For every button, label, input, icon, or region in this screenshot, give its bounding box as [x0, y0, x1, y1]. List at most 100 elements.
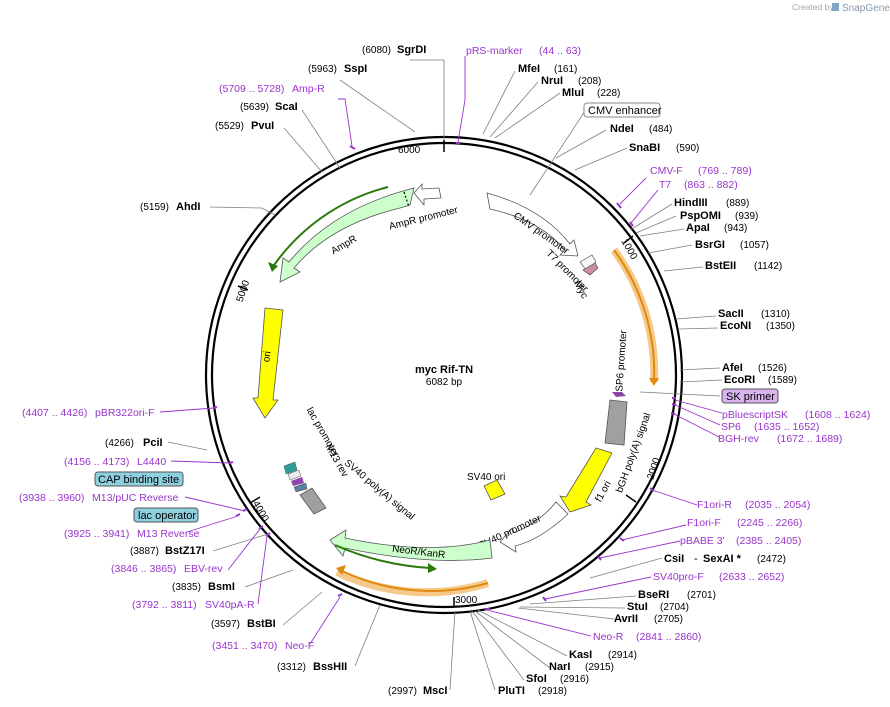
ruler-label-4000: 4000 — [250, 499, 271, 524]
cap-binding-box — [94, 471, 184, 487]
primer-name: SV40pA-R — [205, 599, 255, 611]
primer-pos: (1672 .. 1689) — [777, 433, 842, 445]
f1-ori-label: f1 ori — [594, 479, 614, 504]
enzyme-pos: (3597) — [211, 619, 240, 630]
enzyme-pos: (939) — [735, 211, 758, 222]
enzyme-name: SnaBI — [629, 142, 660, 154]
primer-name: SV40pro-F — [653, 571, 704, 583]
enzyme-separator: - — [694, 553, 698, 565]
primer-pos: (2841 .. 2860) — [636, 631, 701, 643]
primer-pos: (4156 .. 4173) — [64, 456, 129, 468]
ampr-feature — [279, 187, 415, 283]
cmv-enhancer-label: CMV enhancer — [588, 105, 662, 117]
snapgene-logo-icon — [832, 3, 839, 11]
ruler-label-3000: 3000 — [455, 595, 478, 606]
enzyme-pos: (2916) — [560, 674, 589, 685]
enzyme-name: BseRI — [638, 589, 669, 601]
sp6-feature — [612, 392, 626, 397]
primer-name: EBV-rev — [184, 563, 223, 575]
enzyme-pos: (5159) — [140, 202, 169, 213]
neor-inner-line — [334, 544, 431, 569]
sv40-ori-feature — [483, 479, 506, 501]
ampr-promoter-label: AmpR promoter — [388, 205, 460, 233]
enzyme-pos: (2914) — [608, 650, 637, 661]
enzyme-name: HindIII — [674, 197, 708, 209]
enzyme-pos: (2705) — [654, 614, 683, 625]
enzyme-name: NruI — [541, 75, 563, 87]
enzyme-name: PciI — [143, 437, 163, 449]
sk-primer-box — [721, 388, 779, 404]
enzyme-name: ApaI — [686, 222, 710, 234]
enzyme-pos: (1526) — [758, 363, 787, 374]
created-by-text: Created by — [792, 2, 834, 12]
primer-pos: (1635 .. 1652) — [754, 421, 819, 433]
enzyme-name: PvuI — [251, 120, 274, 132]
enzyme-pos: (2997) — [388, 686, 417, 697]
enzyme-name: PspOMI — [680, 210, 721, 222]
enzyme-pos: (3887) — [130, 546, 159, 557]
enzyme-name: BssHII — [313, 661, 347, 673]
enzyme-pos: (1350) — [766, 321, 795, 332]
enzyme-pos: (2915) — [585, 662, 614, 673]
primer-pos: (5709 .. 5728) — [219, 83, 284, 95]
enzyme-pos: (1589) — [768, 375, 797, 386]
orange-arc-right-head — [649, 378, 659, 386]
primer-pos: (3938 .. 3960) — [19, 492, 84, 504]
lac-promoter-arrow — [287, 469, 302, 481]
snapgene-brand-text: SnapGene — [842, 3, 890, 14]
sp6-promoter-label: SP6 promoter — [614, 329, 629, 392]
plasmid-name: myc Rif-TN — [415, 364, 473, 376]
primer-labels: pRS-marker (44 .. 63) (5709 .. 5728) Amp… — [19, 45, 870, 652]
enzyme-name: NarI — [549, 661, 570, 673]
ruler-label-2000: 2000 — [646, 456, 663, 481]
enzyme-name: SacII — [718, 308, 744, 320]
cmv-promoter-feature — [486, 192, 579, 257]
primer-name: BGH-rev — [718, 433, 760, 445]
primer-pos: (2035 .. 2054) — [745, 499, 810, 511]
enzyme-pos: (3835) — [172, 582, 201, 593]
enzyme-name: AhdI — [176, 201, 200, 213]
sv40-ori-label: SV40 ori — [467, 472, 505, 483]
primer-name: F1ori-R — [697, 499, 732, 511]
enzyme-name: MscI — [423, 685, 447, 697]
enzyme-name: BsmI — [208, 581, 235, 593]
primer-pos: (3451 .. 3470) — [212, 640, 277, 652]
enzyme-name: SgrDI — [397, 44, 426, 56]
enzyme-name: MfeI — [518, 63, 540, 75]
enzyme-name: StuI — [627, 601, 648, 613]
cap-site-feature — [283, 461, 298, 475]
enzyme-pos: (1142) — [754, 261, 782, 272]
ruler-label-5000: 5000 — [235, 279, 252, 304]
t7-promoter-arrow — [579, 254, 597, 271]
primer-pos: (2385 .. 2405) — [736, 535, 801, 547]
sk-primer-label: SK primer — [726, 391, 775, 403]
primer-pos: (3925 .. 3941) — [64, 528, 129, 540]
enzyme-name: BstBI — [247, 618, 276, 630]
enzyme-pos: (5963) — [308, 64, 337, 75]
enzyme-name: ScaI — [275, 101, 298, 113]
myc-feature — [582, 262, 599, 276]
enzyme-name: MluI — [562, 87, 584, 99]
enzyme-name: EcoNI — [720, 320, 751, 332]
primer-name: pBABE 3' — [680, 535, 725, 547]
primer-name: CMV-F — [650, 165, 683, 177]
lac-operator-box — [133, 507, 199, 523]
primer-pos: (44 .. 63) — [539, 45, 581, 57]
lac-operator-label: lac operator — [138, 510, 196, 522]
ruler-label-6000: 6000 — [398, 145, 421, 156]
primer-pos: (2633 .. 2652) — [719, 571, 784, 583]
enzyme-pos: (3312) — [277, 662, 306, 673]
primer-name: L4440 — [137, 456, 166, 468]
enzyme-pos: (889) — [726, 198, 749, 209]
enzyme-pos: (5529) — [215, 121, 244, 132]
enzyme-pos: (1310) — [761, 309, 790, 320]
orange-arc-bottom-head — [336, 565, 346, 575]
primer-pos: (3792 .. 3811) — [132, 599, 197, 611]
primer-name: M13 Reverse — [137, 528, 200, 540]
ampr-label: AmpR — [329, 234, 359, 257]
enzyme-name: BstEII — [705, 260, 736, 272]
cap-binding-label: CAP binding site — [98, 474, 179, 486]
enzyme-labels: (6080) SgrDI (5963) SspI (5639) ScaI (55… — [105, 44, 797, 697]
enzyme-name: BstZ17I — [165, 545, 205, 557]
